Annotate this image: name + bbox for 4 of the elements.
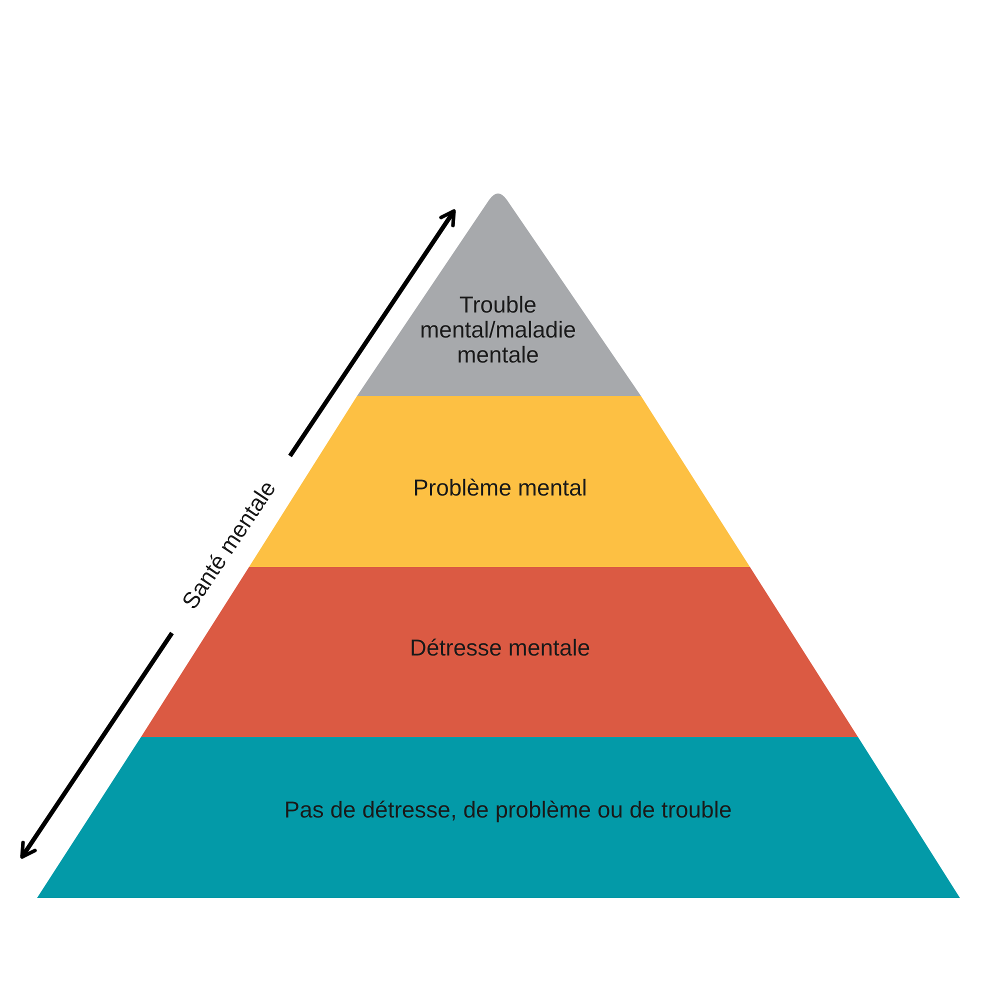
tier-label: Problème mental	[413, 476, 587, 500]
tier-label: Pas de détresse, de problème ou de trouble	[284, 798, 732, 822]
tier-label: Détresse mentale	[410, 636, 590, 660]
tier-label: Trouble mental/maladie mentale	[419, 292, 577, 368]
